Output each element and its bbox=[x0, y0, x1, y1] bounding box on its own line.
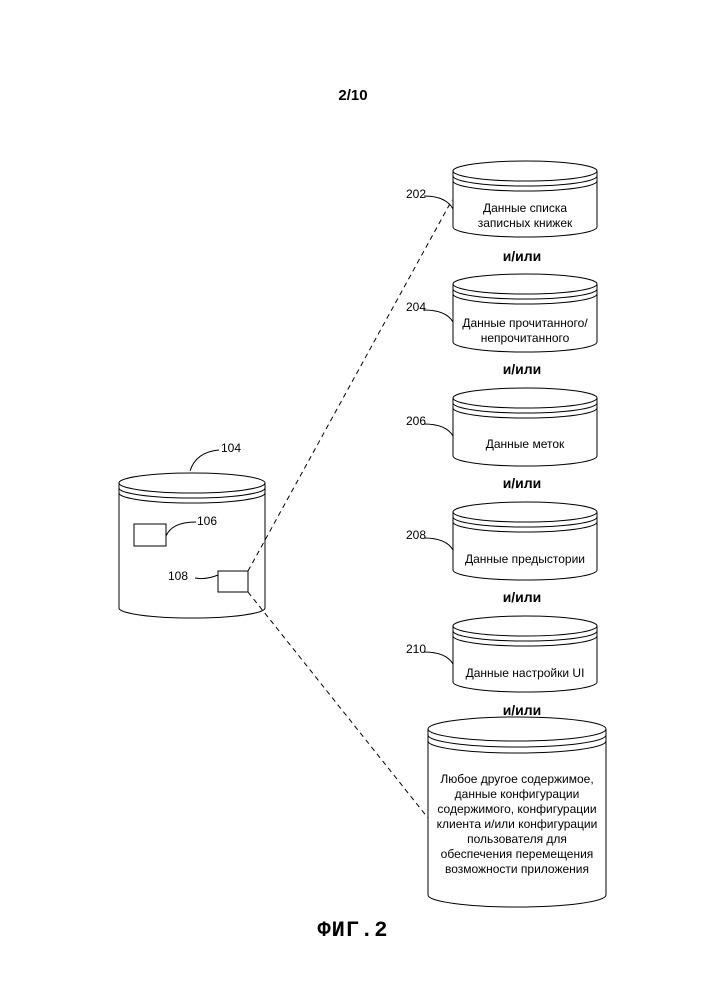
leader-206 bbox=[424, 424, 453, 436]
leader-106 bbox=[166, 522, 196, 536]
andor-connector: и/или bbox=[462, 475, 582, 491]
ref-204: 204 bbox=[406, 300, 426, 314]
ref-206: 206 bbox=[406, 414, 426, 428]
leader-208 bbox=[424, 538, 453, 550]
database-210-label: Данные настройки UI bbox=[453, 666, 597, 681]
ref-104: 104 bbox=[221, 441, 241, 455]
database-206-cylinder bbox=[453, 388, 597, 466]
andor-connector: и/или bbox=[462, 248, 582, 264]
figure-caption: ФИГ.2 bbox=[0, 918, 706, 943]
ref-106: 106 bbox=[197, 514, 217, 528]
database-204-label: Данные прочитанного/ непрочитанного bbox=[453, 316, 597, 346]
leader-204 bbox=[424, 310, 453, 322]
ref-108: 108 bbox=[168, 569, 188, 583]
leader-210 bbox=[424, 652, 453, 664]
ref-210: 210 bbox=[406, 642, 426, 656]
dashed-link-top bbox=[248, 200, 452, 571]
ref-202: 202 bbox=[406, 187, 426, 201]
database-202-label: Данные списка записных книжек bbox=[453, 201, 597, 231]
leader-108 bbox=[195, 575, 218, 579]
andor-connector: и/или bbox=[462, 589, 582, 605]
component-106-box bbox=[134, 524, 166, 546]
database-208-label: Данные предыстории bbox=[453, 552, 597, 567]
andor-connector: и/или bbox=[462, 361, 582, 377]
andor-connector: и/или bbox=[462, 702, 582, 718]
ref-208: 208 bbox=[406, 528, 426, 542]
database-206-label: Данные меток bbox=[453, 437, 597, 452]
database-208-cylinder bbox=[453, 502, 597, 580]
component-108-box bbox=[218, 571, 248, 592]
database-other-label: Любое другое содержимое, данные конфигур… bbox=[428, 772, 606, 877]
leader-104 bbox=[190, 450, 219, 471]
dashed-link-bottom bbox=[248, 592, 428, 818]
